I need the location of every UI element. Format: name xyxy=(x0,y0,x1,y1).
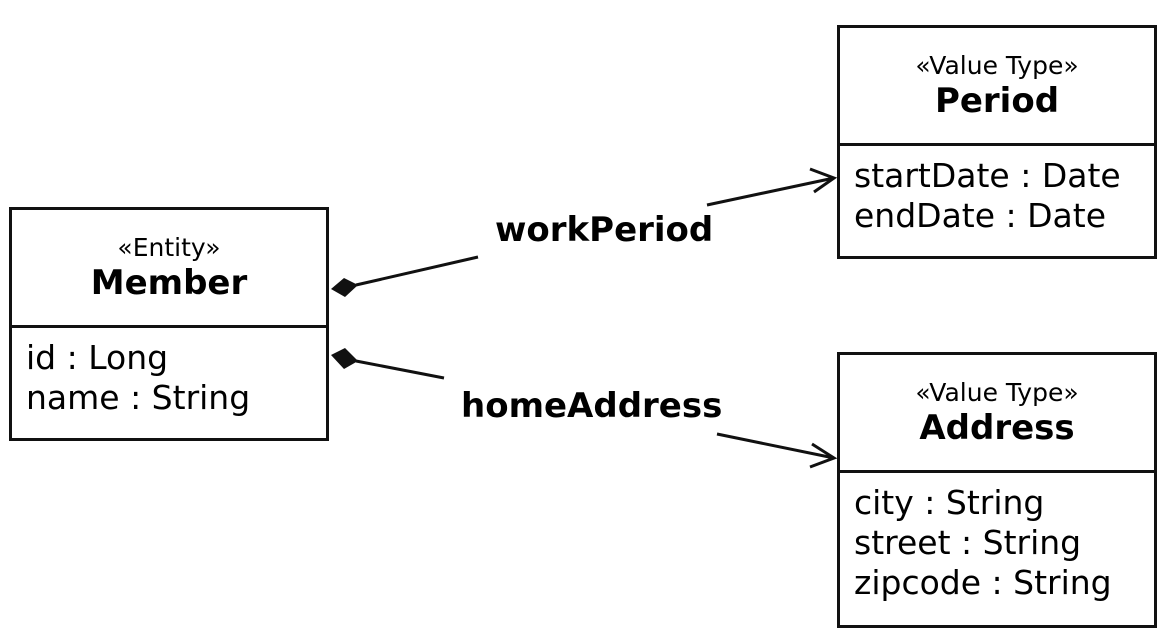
class-period: «Value Type» Period startDate : Date end… xyxy=(837,25,1157,259)
class-member-name: Member xyxy=(90,262,248,303)
class-period-stereotype: «Value Type» xyxy=(915,50,1079,80)
class-period-name: Period xyxy=(934,80,1060,121)
class-period-attributes: startDate : Date endDate : Date xyxy=(840,146,1154,236)
class-address-stereotype: «Value Type» xyxy=(915,377,1079,407)
class-address-attributes: city : String street : String zipcode : … xyxy=(840,473,1154,603)
class-member-stereotype: «Entity» xyxy=(117,232,221,262)
attribute: zipcode : String xyxy=(854,563,1112,602)
attribute: startDate : Date xyxy=(854,156,1121,195)
class-member-attributes: id : Long name : String xyxy=(12,328,326,418)
class-period-header: «Value Type» Period xyxy=(840,28,1154,146)
attribute: endDate : Date xyxy=(854,196,1107,235)
association-label-home-address: homeAddress xyxy=(461,386,723,426)
class-member-header: «Entity» Member xyxy=(12,210,326,328)
open-arrow-icon xyxy=(809,442,838,469)
attribute: name : String xyxy=(26,378,251,417)
class-address-header: «Value Type» Address xyxy=(840,355,1154,473)
attribute: street : String xyxy=(854,523,1082,562)
composite-diamond-icon xyxy=(331,278,358,297)
attribute: id : Long xyxy=(26,338,169,377)
association-label-work-period: workPeriod xyxy=(495,210,714,250)
class-member: «Entity» Member id : Long name : String xyxy=(9,207,329,441)
composite-diamond-icon xyxy=(331,348,358,369)
class-address-name: Address xyxy=(919,407,1075,448)
class-address: «Value Type» Address city : String stree… xyxy=(837,352,1157,628)
attribute: city : String xyxy=(854,483,1045,522)
association-home-address-line xyxy=(331,348,838,469)
association-work-period-line xyxy=(331,167,838,297)
open-arrow-icon xyxy=(809,167,838,194)
